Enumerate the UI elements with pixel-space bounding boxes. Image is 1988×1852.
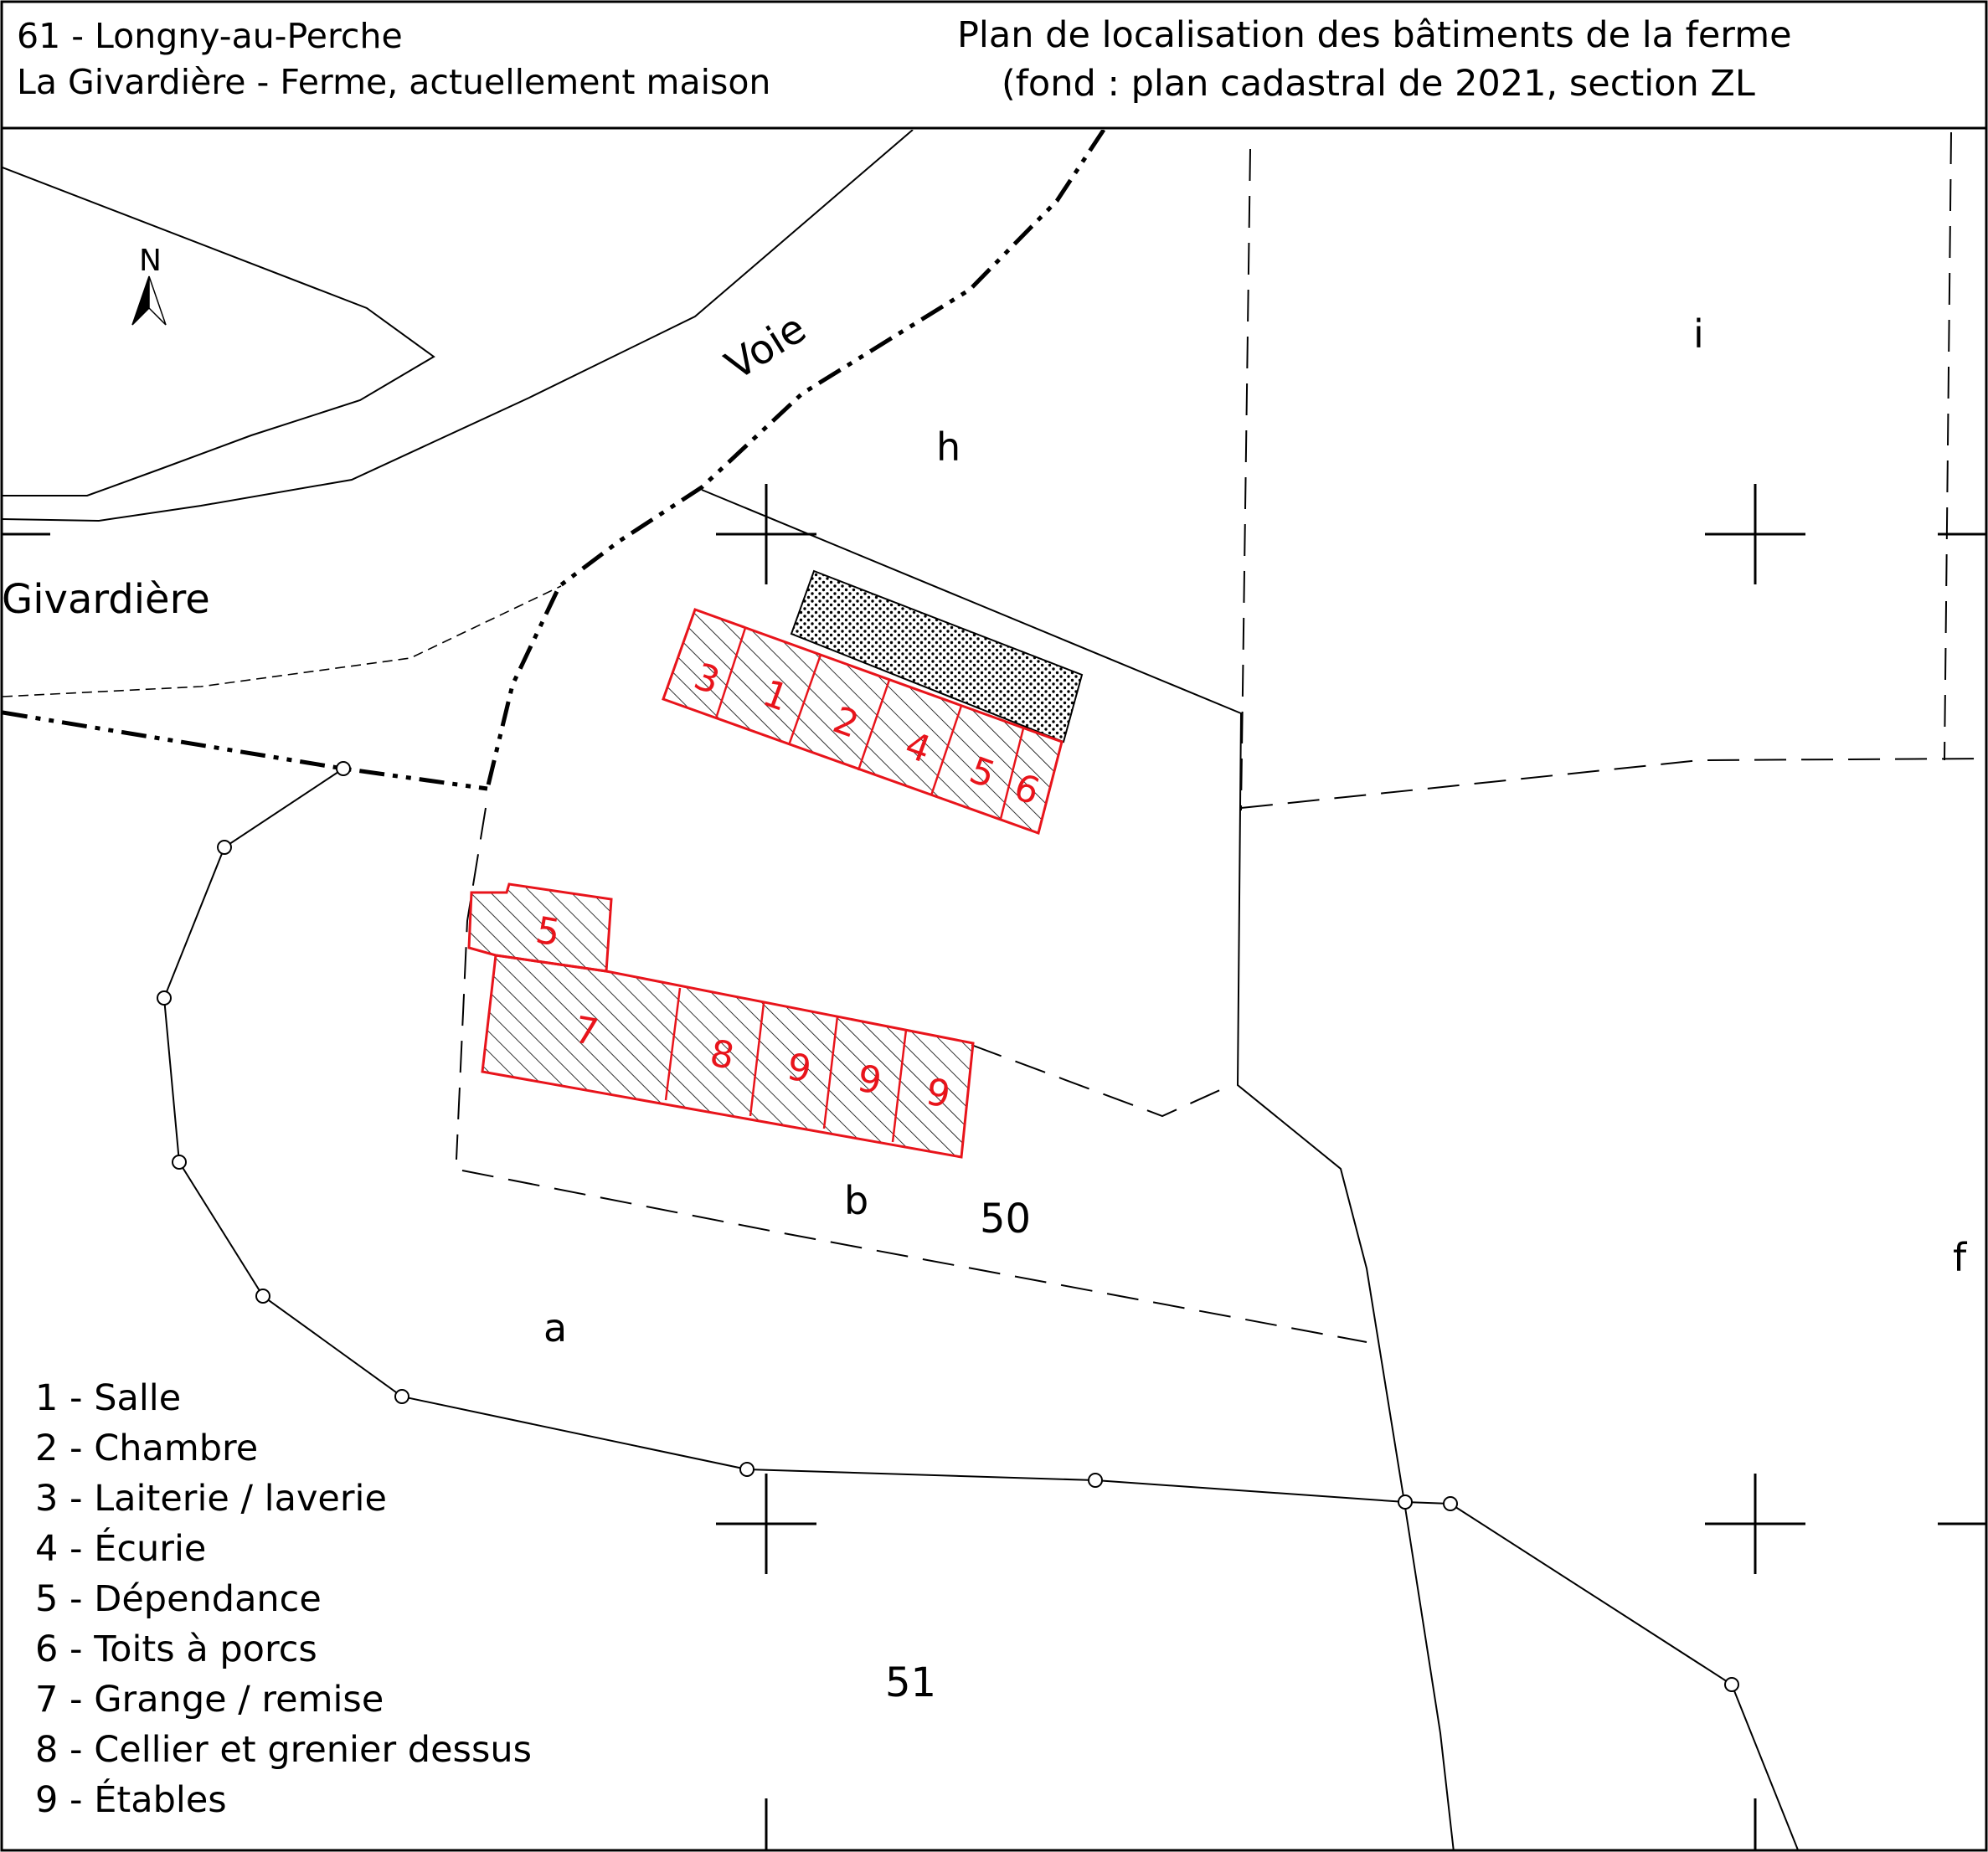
parcel-dashed-east [971,1044,1232,1118]
legend-item: 5 - Dépendance [35,1578,322,1620]
parcel-number-50: 50 [980,1196,1031,1242]
commune-limit-west [3,710,488,791]
place-label: Givardière [2,576,210,623]
parcel-dashed-i-east [1944,131,1952,761]
header: 61 - Longny-au-Perche La Givardière - Fe… [0,0,1988,127]
survey-markers [157,761,1739,1692]
parcel-line-north [701,489,1455,1849]
site-title: La Givardière - Ferme, actuellement mais… [17,62,771,102]
stippled-building [790,569,1084,743]
survey-boundary [162,768,1799,1849]
legend: 1 - Salle 2 - Chambre 3 - Laiterie / lav… [35,1373,532,1825]
parcel-dashed-west [456,807,487,1160]
parcel-label-b: b [844,1178,868,1223]
parcel-label-a: a [543,1305,567,1350]
plan-subtitle: (fond : plan cadastral de 2021, section … [1002,63,1755,105]
parcel-dashed-i-west [1240,148,1251,811]
parcel-label-h: h [936,424,961,470]
legend-item: 2 - Chambre [35,1428,259,1469]
building-row-south [467,882,975,1159]
legend-item: 4 - Écurie [35,1528,207,1570]
north-label: N [139,244,162,278]
legend-item: 3 - Laiterie / laverie [35,1478,387,1520]
building-row-north [662,608,1064,835]
parcel-dashed-south [461,1170,1367,1343]
parcel-dashed-i-south [1240,758,1985,809]
grid-crosses [3,484,1985,1849]
legend-item: 7 - Grange / remise [35,1679,384,1721]
parcel-label-i: i [1693,311,1704,357]
commune-title: 61 - Longny-au-Perche [17,16,403,56]
parcel-number-51: 51 [885,1659,936,1706]
road-edge-south [3,130,914,522]
road-label: Voie [718,305,815,389]
legend-item: 8 - Cellier et grenier dessus [35,1729,533,1771]
plan-title: Plan de localisation des bâtiments de la… [957,14,1792,56]
north-arrow-icon [131,275,167,326]
field-boundary-nw [3,167,435,496]
commune-limit-road [485,130,1106,790]
dashed-path-west [3,585,562,697]
parcel-label-f: f [1953,1235,1968,1280]
legend-item: 6 - Toits à porcs [35,1628,317,1670]
legend-item: 1 - Salle [35,1377,182,1419]
legend-item: 9 - Étables [35,1779,227,1821]
